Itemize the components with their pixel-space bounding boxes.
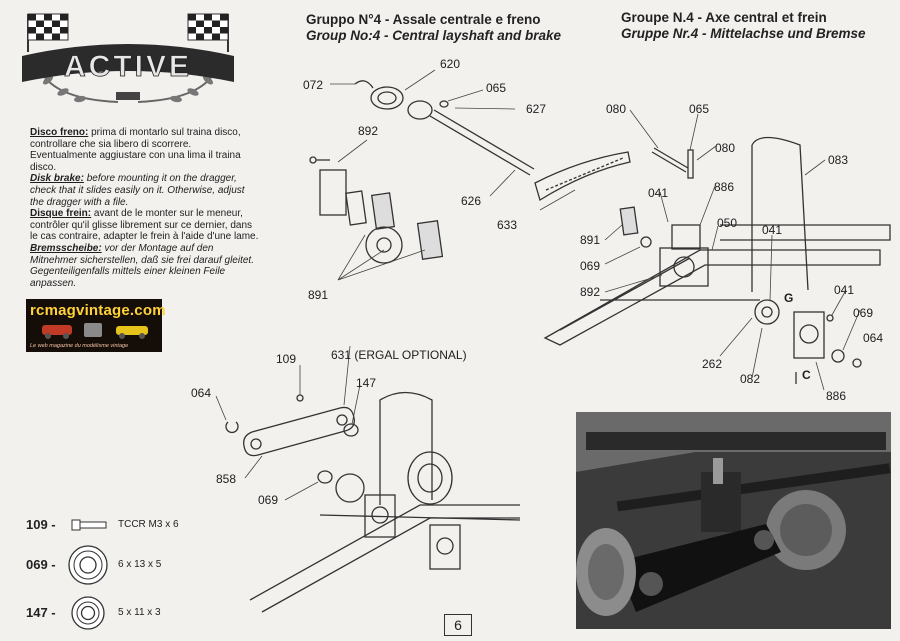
part-label-041: 041 (648, 186, 669, 200)
part-label-891-right: 891 (580, 233, 601, 247)
assembly-notes: Disco freno: prima di montarlo sul train… (30, 127, 260, 289)
part-label-858: 858 (216, 472, 237, 486)
logo-text: ACTIVE (64, 50, 192, 83)
note-title-de: Bremsscheibe: (30, 242, 102, 254)
note-title-it: Disco freno: (30, 127, 89, 138)
legend-size-109: TCCR M3 x 6 (118, 519, 179, 530)
marker-label-c: C (802, 368, 811, 382)
legend-size-069: 6 x 13 x 5 (118, 559, 162, 570)
part-label-080-right: 080 (715, 141, 736, 155)
part-label-064-left: 064 (191, 386, 212, 400)
bearing-069-icon (68, 545, 108, 585)
header-right-line2: Gruppe Nr.4 - Mittelachse und Bremse (621, 26, 866, 41)
part-label-065-right: 065 (689, 102, 710, 116)
badge-title: rcmagvintage.com (30, 302, 166, 319)
screw-icon (71, 519, 107, 531)
part-label-064: 064 (863, 331, 884, 345)
part-label-631: 631 (ERGAL OPTIONAL) (331, 348, 467, 362)
bearing-147-icon (71, 596, 105, 630)
header-right-line1: Groupe N.4 - Axe central et frein (621, 10, 827, 25)
part-label-886-right: 886 (826, 389, 847, 403)
note-text-de: vor der Montage auf den Mitnehmer sicher… (30, 242, 254, 289)
logo-graphic: ACTIVE (22, 13, 234, 103)
header-left-line2: Group No:4 - Central layshaft and brake (306, 28, 562, 43)
legend-num-109: 109 - (26, 517, 56, 532)
watermark-badge: rcmagvintage.com Le web magazine du modé… (26, 299, 166, 352)
legend-num-147: 147 - (26, 605, 56, 620)
part-label-633: 633 (497, 218, 518, 232)
part-label-041-mid: 041 (762, 223, 783, 237)
part-label-892-right: 892 (580, 285, 601, 299)
part-label-262: 262 (702, 357, 723, 371)
badge-subtitle: Le web magazine du modélisme vintage (30, 343, 129, 349)
marker-label-g: G (784, 291, 794, 305)
section-header-right: Groupe N.4 - Axe central et frein Gruppe… (621, 10, 866, 42)
note-title-en: Disk brake: (30, 173, 84, 185)
part-label-892: 892 (358, 124, 379, 138)
part-label-083: 083 (828, 153, 849, 167)
part-label-080: 080 (606, 102, 627, 116)
part-label-147: 147 (356, 376, 377, 390)
note-title-fr: Disque frein: (30, 208, 92, 220)
assembly-photo-image (576, 412, 891, 629)
legend-num-069: 069 - (26, 557, 56, 572)
note-text-fr: avant de le monter sur le meneur, contrô… (30, 208, 259, 243)
part-label-891: 891 (308, 288, 329, 302)
badge-cars-graphic (42, 323, 148, 339)
hardware-legend: 109 - TCCR M3 x 6 069 - 6 x 13 x 5 147 -… (26, 513, 226, 633)
part-label-069-bottom: 069 (258, 493, 279, 507)
part-label-069-right: 069 (853, 306, 874, 320)
logo: ACTIVE (8, 4, 248, 112)
part-label-082: 082 (740, 372, 761, 386)
part-label-627: 627 (526, 102, 547, 116)
part-label-109: 109 (276, 352, 297, 366)
section-header-left: Gruppo N°4 - Assale centrale e freno Gro… (306, 12, 561, 44)
note-text-en: before mounting it on the dragger, check… (30, 173, 245, 208)
part-label-072: 072 (303, 78, 324, 92)
page-number: 6 (444, 614, 472, 636)
part-label-886: 886 (714, 180, 735, 194)
part-label-620: 620 (440, 57, 461, 71)
assembly-photo (576, 412, 891, 629)
part-label-041-right: 041 (834, 283, 855, 297)
part-label-065: 065 (486, 81, 507, 95)
legend-size-147: 5 x 11 x 3 (118, 607, 161, 618)
part-label-626: 626 (461, 194, 482, 208)
part-label-050: 050 (717, 216, 738, 230)
part-label-069: 069 (580, 259, 601, 273)
header-left-line1: Gruppo N°4 - Assale centrale e freno (306, 12, 541, 27)
note-text-it: prima di montarlo sul traina disco, cont… (30, 127, 241, 173)
